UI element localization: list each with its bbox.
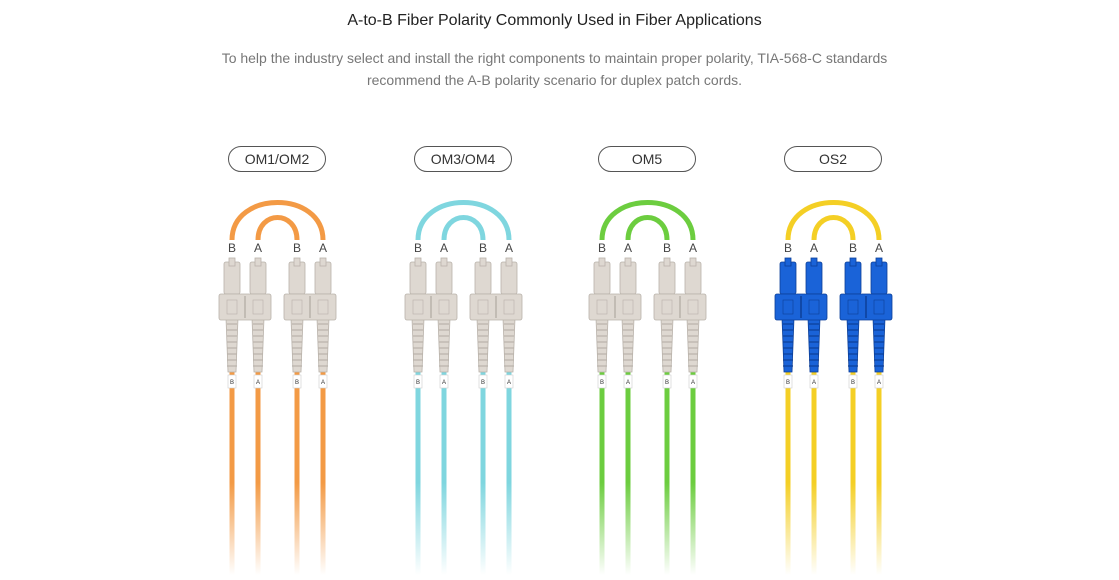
- boot-label: A: [626, 380, 630, 386]
- boot-label: A: [691, 380, 695, 386]
- fiber-cable: [294, 370, 300, 575]
- boot-label: B: [665, 380, 669, 386]
- connector-boot: B: [781, 317, 795, 389]
- connector-boot: A: [251, 317, 265, 389]
- connector-boot: A: [807, 317, 821, 389]
- polarity-letter: B: [293, 241, 301, 255]
- fiber-type-label-om1-om2: OM1/OM2: [228, 146, 326, 172]
- polarity-letter: B: [663, 241, 671, 255]
- sc-connector-housing: [218, 257, 272, 321]
- polarity-letter: B: [414, 241, 422, 255]
- sc-connector-housing: [839, 257, 893, 321]
- patch-cord-group: B A B A B A B A: [588, 200, 707, 575]
- boot-label: B: [295, 380, 299, 386]
- fiber-cable: [625, 370, 631, 575]
- polarity-letter: A: [624, 241, 632, 255]
- fiber-cable: [690, 370, 696, 575]
- connector-boot: B: [411, 317, 425, 389]
- sc-connector-housing: [774, 257, 828, 321]
- fiber-type-label-om3-om4: OM3/OM4: [414, 146, 512, 172]
- polarity-letter: A: [810, 241, 818, 255]
- boot-label: B: [416, 380, 420, 386]
- patch-cord-group: B A B A B A B A: [774, 200, 893, 575]
- fiber-cable: [320, 370, 326, 575]
- fiber-cable: [255, 370, 261, 575]
- connector-boot: B: [290, 317, 304, 389]
- fiber-cable: [506, 370, 512, 575]
- fiber-type-label-os2: OS2: [784, 146, 882, 172]
- patch-cord-group: B A B A B A B A: [404, 200, 523, 575]
- diagram-title: A-to-B Fiber Polarity Commonly Used in F…: [347, 12, 762, 29]
- sc-connector-housing: [653, 257, 707, 321]
- boot-label: A: [256, 380, 260, 386]
- connector-boot: A: [437, 317, 451, 389]
- polarity-letter: A: [689, 241, 697, 255]
- boot-label: B: [600, 380, 604, 386]
- polarity-letter: B: [479, 241, 487, 255]
- sc-connector-housing: [404, 257, 458, 321]
- connector-boot: B: [225, 317, 239, 389]
- polarity-letter: B: [598, 241, 606, 255]
- polarity-letter: B: [849, 241, 857, 255]
- connector-boot: A: [686, 317, 700, 389]
- fiber-cable: [850, 370, 856, 575]
- sc-connector-housing: [469, 257, 523, 321]
- inner-fiber-loop: [255, 215, 300, 241]
- sc-connector-housing: [283, 257, 337, 321]
- fiber-cable: [811, 370, 817, 575]
- connector-boot: A: [316, 317, 330, 389]
- polarity-letter: A: [440, 241, 448, 255]
- boot-label: A: [442, 380, 446, 386]
- fiber-cable: [480, 370, 486, 575]
- boot-label: B: [851, 380, 855, 386]
- fiber-cable: [785, 370, 791, 575]
- fiber-cable: [664, 370, 670, 575]
- patch-cord-group: B A B A B A B A: [218, 200, 337, 575]
- polarity-letter: A: [875, 241, 883, 255]
- boot-label: A: [877, 380, 881, 386]
- boot-label: B: [481, 380, 485, 386]
- fiber-cable: [441, 370, 447, 575]
- fiber-cable: [876, 370, 882, 575]
- fiber-type-label-om5: OM5: [598, 146, 696, 172]
- connector-boot: B: [660, 317, 674, 389]
- boot-label: B: [230, 380, 234, 386]
- fiber-cable: [599, 370, 605, 575]
- boot-label: A: [507, 380, 511, 386]
- sc-connector-housing: [588, 257, 642, 321]
- fiber-cable: [415, 370, 421, 575]
- connector-boot: B: [595, 317, 609, 389]
- boot-label: A: [321, 380, 325, 386]
- inner-fiber-loop: [811, 215, 856, 241]
- polarity-letter: A: [254, 241, 262, 255]
- polarity-letter: A: [319, 241, 327, 255]
- polarity-letter: A: [505, 241, 513, 255]
- connector-boot: A: [502, 317, 516, 389]
- outer-fiber-loop: [599, 200, 696, 241]
- connector-boot: B: [476, 317, 490, 389]
- inner-fiber-loop: [441, 215, 486, 241]
- inner-fiber-loop: [625, 215, 670, 241]
- outer-fiber-loop: [229, 200, 326, 241]
- connector-boot: B: [846, 317, 860, 389]
- polarity-letter: B: [228, 241, 236, 255]
- fiber-cable: [229, 370, 235, 575]
- outer-fiber-loop: [415, 200, 512, 241]
- connector-boot: A: [872, 317, 886, 389]
- polarity-letter: B: [784, 241, 792, 255]
- boot-label: B: [786, 380, 790, 386]
- outer-fiber-loop: [785, 200, 882, 241]
- connector-boot: A: [621, 317, 635, 389]
- diagram-subtitle: To help the industry select and install …: [221, 50, 888, 88]
- boot-label: A: [812, 380, 816, 386]
